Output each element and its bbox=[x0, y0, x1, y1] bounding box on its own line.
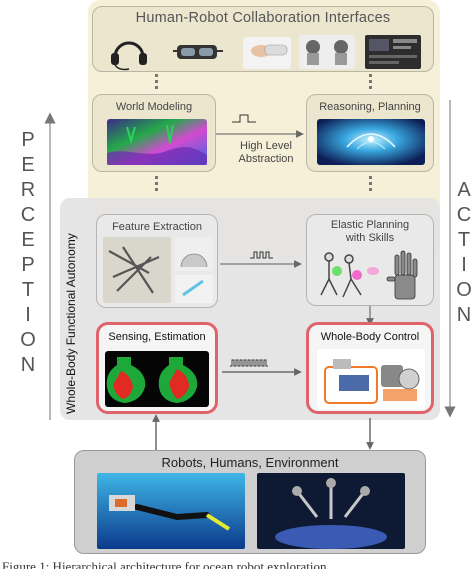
robot-controller-image bbox=[317, 349, 425, 409]
reasoning-planning-title: Reasoning, Planning bbox=[319, 101, 421, 113]
handshake-icon bbox=[243, 37, 291, 69]
brain-network-image bbox=[317, 119, 425, 165]
perception-letter: I bbox=[25, 304, 31, 326]
vr-goggles-icon bbox=[173, 45, 223, 59]
dots-hri-to-reasoning bbox=[369, 74, 372, 92]
world-modeling-box: World Modeling bbox=[92, 94, 216, 172]
elastic-planning-line1: Elastic Planning bbox=[330, 219, 410, 231]
haptic-gloves-icon bbox=[299, 35, 355, 69]
robots-environment-box: Robots, Humans, Environment bbox=[74, 450, 426, 554]
abstraction-line2: Abstraction bbox=[238, 153, 294, 165]
perception-letter: E bbox=[21, 229, 35, 251]
hri-title: Human-Robot Collaboration Interfaces bbox=[135, 10, 391, 26]
dots-world-to-feature bbox=[155, 176, 158, 194]
action-letter: I bbox=[461, 254, 467, 276]
perception-letter: N bbox=[20, 354, 36, 376]
hri-box: Human-Robot Collaboration Interfaces bbox=[92, 6, 434, 72]
action-letter: C bbox=[456, 204, 472, 226]
figure-caption: Figure 1: Hierarchical architecture for … bbox=[2, 559, 327, 569]
perception-letter: O bbox=[20, 329, 36, 351]
feature-extraction-box: Feature Extraction bbox=[96, 214, 218, 308]
whole-body-control-title: Whole-Body Control bbox=[320, 331, 420, 343]
elastic-planning-line2: with Skills bbox=[345, 232, 395, 244]
action-letter: A bbox=[457, 179, 471, 201]
action-letter: T bbox=[457, 229, 471, 251]
sensing-estimation-title: Sensing, Estimation bbox=[108, 331, 206, 343]
perception-letter: E bbox=[21, 154, 35, 176]
perception-letter: T bbox=[21, 279, 35, 301]
headset-icon bbox=[111, 41, 147, 71]
dots-reasoning-to-planning bbox=[369, 176, 372, 194]
world-modeling-title: World Modeling bbox=[115, 101, 193, 113]
abstraction-line1: High Level bbox=[240, 140, 292, 152]
autonomy-rotated-label: Whole-Body Functional Autonomy bbox=[64, 233, 78, 414]
world-model-image bbox=[107, 119, 207, 165]
robot-skills-image bbox=[320, 250, 418, 300]
perception-letter: P bbox=[21, 129, 35, 151]
perception-letter: C bbox=[20, 204, 36, 226]
dots-hri-to-world bbox=[155, 74, 158, 92]
perception-letter: R bbox=[20, 179, 36, 201]
action-letter: N bbox=[456, 304, 472, 326]
action-letter: O bbox=[456, 279, 472, 301]
robots-environment-title: Robots, Humans, Environment bbox=[161, 455, 339, 470]
point-cloud-vases-image bbox=[105, 351, 209, 407]
hri-devices-strip bbox=[111, 35, 421, 71]
underwater-divers-image bbox=[97, 473, 245, 549]
reasoning-planning-box: Reasoning, Planning bbox=[306, 94, 434, 172]
control-panel-icon bbox=[365, 35, 421, 69]
perception-letter: P bbox=[21, 254, 35, 276]
elastic-planning-title: Elastic Planning with Skills bbox=[307, 219, 433, 245]
sensing-estimation-box: Sensing, Estimation bbox=[96, 322, 218, 414]
feature-extraction-title: Feature Extraction bbox=[112, 221, 202, 233]
abstraction-label: High Level Abstraction bbox=[224, 140, 308, 166]
feature-tools-image bbox=[103, 237, 213, 303]
surgical-robot-image bbox=[257, 473, 405, 549]
whole-body-control-box: Whole-Body Control bbox=[306, 322, 434, 414]
elastic-planning-box: Elastic Planning with Skills bbox=[306, 214, 434, 306]
